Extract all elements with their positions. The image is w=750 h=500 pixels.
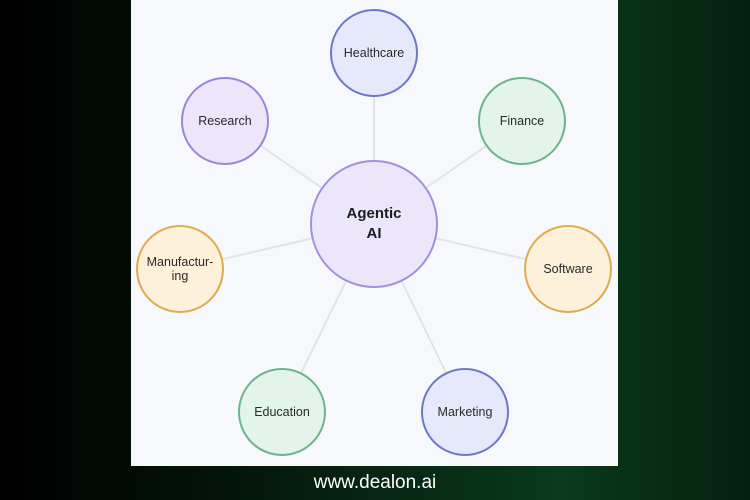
node-finance-label: Finance [499, 113, 545, 128]
node-healthcare: Healthcare [330, 9, 418, 97]
node-software: Software [524, 225, 612, 313]
node-manufacturing: Manufactur- ing [136, 225, 224, 313]
watermark-text: www.dealon.ai [313, 472, 437, 493]
node-finance: Finance [478, 77, 566, 165]
diagram-panel: Agentic AI Healthcare Finance Software M… [131, 0, 618, 466]
node-marketing-label: Marketing [437, 404, 493, 419]
node-manufacturing-label: Manufactur- ing [146, 254, 214, 283]
watermark-footer: www.dealon.ai [0, 466, 750, 500]
node-education: Education [238, 368, 326, 456]
node-agentic-ai: Agentic AI [310, 160, 438, 288]
node-agentic-ai-label: Agentic AI [346, 204, 402, 242]
node-software-label: Software [543, 261, 593, 276]
node-education-label: Education [254, 404, 310, 419]
node-marketing: Marketing [421, 368, 509, 456]
node-research-label: Research [198, 113, 252, 128]
node-healthcare-label: Healthcare [343, 45, 405, 60]
node-research: Research [181, 77, 269, 165]
